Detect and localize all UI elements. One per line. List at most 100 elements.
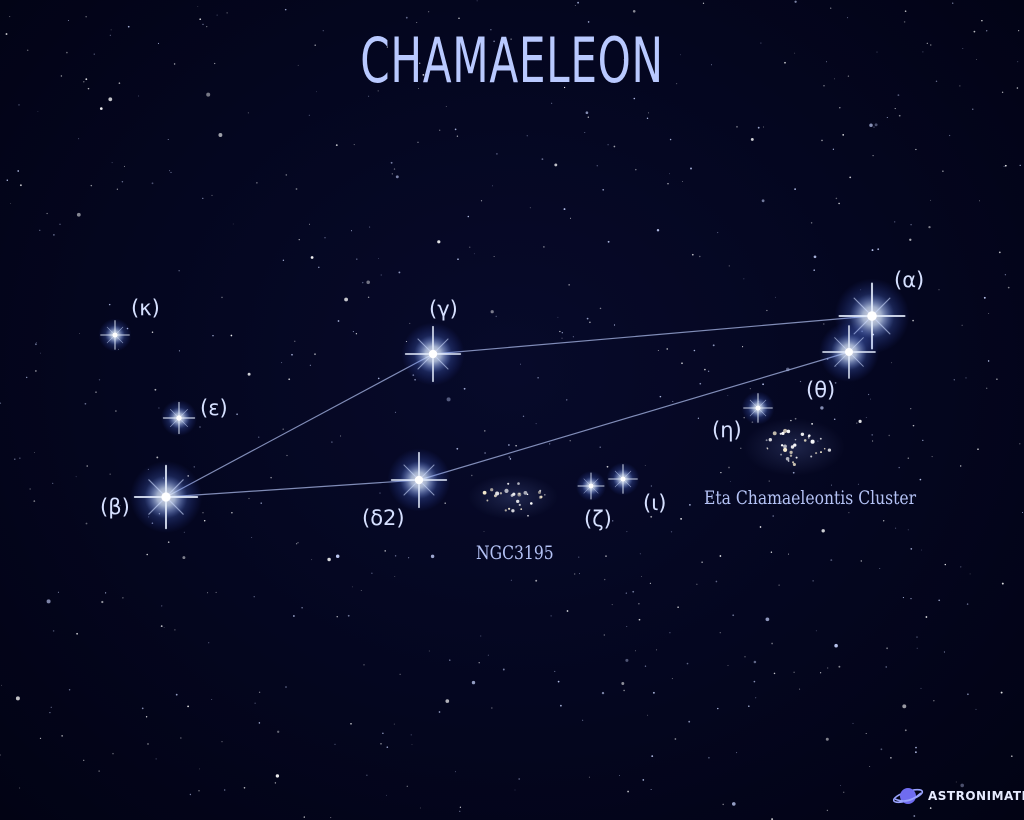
bg-star [123,165,125,167]
bg-star [419,62,421,64]
bg-star [270,476,272,479]
bg-star [1010,755,1013,758]
bg-star [1007,286,1010,289]
bg-star [435,65,438,68]
bg-star [87,87,90,90]
bg-star [856,422,858,424]
bg-star [510,38,512,40]
bg-star [416,21,418,24]
bg-star [886,116,888,119]
bg-star [865,416,867,418]
bg-star [293,615,295,617]
bg-star [161,605,163,607]
bg-star [508,456,511,458]
bg-star [163,627,165,628]
bg-star [691,253,694,256]
bg-star [1,684,2,686]
bg-star [151,182,154,185]
bg-star [147,743,149,745]
bg-star [456,135,459,137]
bg-star [427,11,430,13]
bg-star [960,566,962,568]
bg-star [959,465,962,467]
bg-star [310,256,314,259]
bg-star [780,501,782,503]
bg-star [599,446,601,448]
bg-star [288,378,291,381]
bg-star [50,706,52,708]
bg-star [915,751,917,754]
bg-star [966,603,969,605]
bg-star [560,704,562,707]
bg-star [284,8,287,11]
bg-star [386,46,388,48]
bg-star [840,785,841,786]
bg-star [942,170,944,172]
bg-star [916,647,918,649]
bg-star [621,682,625,685]
bg-star [930,44,932,46]
bg-star [894,108,896,110]
bg-star [834,643,838,648]
bg-star [998,251,1001,254]
bg-star [111,162,113,164]
bg-star [444,502,446,504]
bg-star [480,635,482,637]
bg-star [355,333,358,335]
bg-star [60,75,63,77]
bg-star [83,759,85,761]
bg-star [454,128,457,131]
bg-star [848,512,850,514]
bg-star [910,597,912,600]
bg-star [478,662,480,664]
bg-star [585,111,589,115]
bg-star [826,809,829,812]
bg-star [667,183,669,185]
bg-star [904,729,907,732]
bg-star [938,599,941,602]
star-theta [819,322,879,382]
bg-star [197,6,199,7]
bg-star [938,289,940,291]
bg-star [46,599,51,604]
bg-star [298,239,300,241]
bg-star [766,309,768,312]
bg-star [226,12,228,14]
bg-star [557,316,559,318]
bg-star [587,116,589,118]
bg-star [393,168,396,170]
bg-star [732,614,735,617]
bg-star [93,53,95,55]
bg-star [138,95,140,97]
bg-star [933,700,935,702]
bg-star [199,18,202,21]
bg-star [454,771,456,773]
bg-star [410,734,412,736]
bg-star [208,642,210,644]
bg-star [1004,274,1007,276]
bg-star [759,526,762,528]
bg-star [922,439,924,442]
star-kappa [98,318,132,352]
bg-star [602,188,605,191]
bg-star [742,346,744,348]
bg-star [445,699,450,703]
bg-star [961,324,963,326]
bg-star [275,774,280,778]
bg-star [116,188,118,190]
bg-star [877,248,880,251]
bg-star [707,370,710,372]
bg-star [977,448,979,451]
bg-star [873,126,875,128]
bg-star [874,123,878,127]
bg-star [1016,87,1019,89]
bg-star [1003,165,1005,167]
bg-star [183,531,185,533]
bg-star [607,240,610,243]
bg-star [681,181,683,183]
bg-star [491,707,493,709]
bg-star [422,74,425,76]
star-label-eta: (η) [712,418,742,442]
bg-star [771,642,773,645]
bg-star [912,319,914,322]
